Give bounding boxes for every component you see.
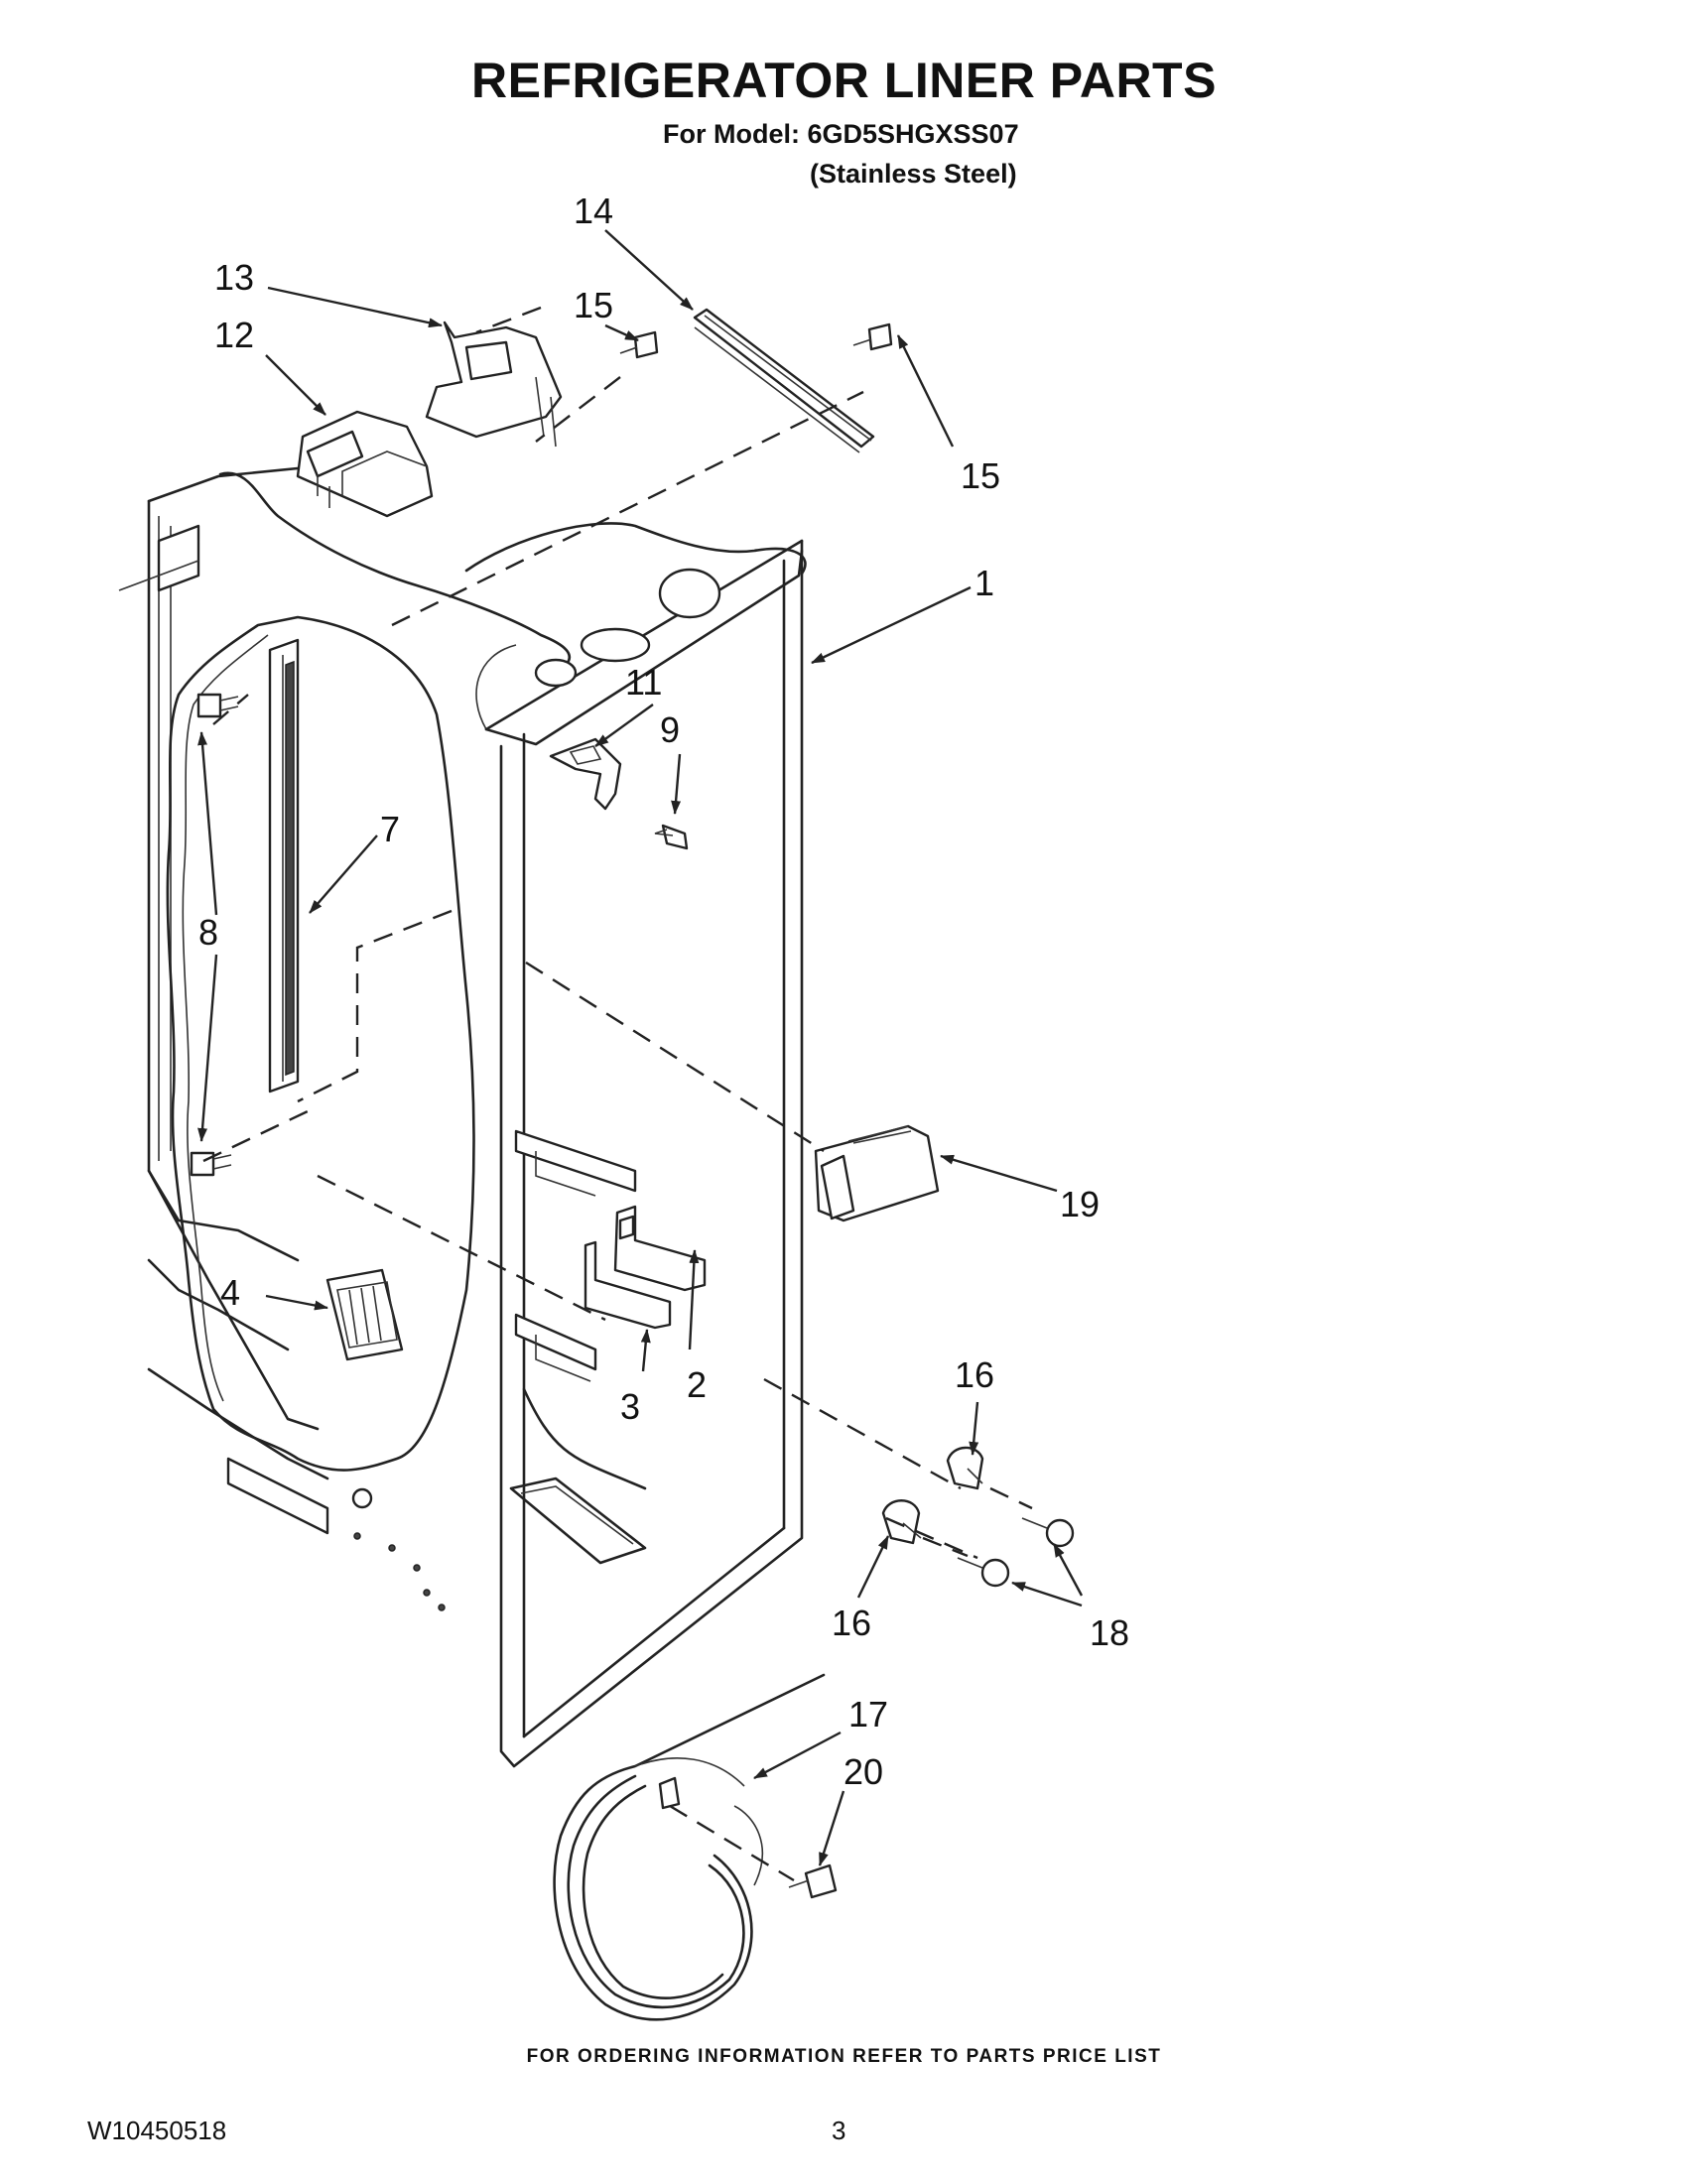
part-15-screw-right [852, 322, 893, 351]
callout-19: 19 [1060, 1184, 1100, 1224]
liner-cabinet [118, 464, 807, 1768]
callout-arrows [197, 229, 1084, 1866]
part-4-vent [325, 1268, 404, 1361]
callout-labels: 1 2 3 4 7 8 9 11 12 13 14 15 15 16 16 17… [198, 191, 1129, 1792]
part-18-plug-lower [957, 1557, 1010, 1588]
callout-8: 8 [198, 912, 218, 953]
callout-17: 17 [848, 1694, 888, 1734]
document-number: W10450518 [87, 2116, 227, 2145]
part-20-screw [788, 1863, 838, 1899]
callout-16-lower: 16 [832, 1603, 871, 1643]
part-16-bumper-lower [881, 1499, 922, 1545]
assembly-dashed-lines [202, 306, 1033, 1882]
callout-7: 7 [380, 809, 400, 849]
callout-15-left: 15 [574, 285, 613, 325]
callout-13: 13 [214, 257, 254, 298]
callout-1: 1 [974, 563, 994, 603]
callout-14: 14 [574, 191, 613, 231]
part-17-tubing [553, 1673, 826, 2021]
callout-9: 9 [660, 709, 680, 750]
interior-wall-cutout [166, 615, 475, 1472]
part-19-handle [814, 1124, 940, 1222]
part-7-shelf-ladder [268, 638, 300, 1093]
page-number: 3 [832, 2116, 846, 2145]
callout-3: 3 [620, 1386, 640, 1427]
part-14-rail [693, 308, 875, 453]
callout-16-upper: 16 [955, 1354, 994, 1395]
ordering-note: FOR ORDERING INFORMATION REFER TO PARTS … [526, 2046, 1162, 2067]
part-18-plug-upper [1021, 1517, 1075, 1548]
callout-15-right: 15 [961, 455, 1000, 496]
callout-12: 12 [214, 315, 254, 355]
variant-label: (Stainless Steel) [810, 159, 1017, 189]
part-9-screw [654, 824, 689, 850]
callout-11: 11 [625, 662, 662, 703]
callout-2: 2 [687, 1364, 707, 1405]
callout-4: 4 [220, 1272, 240, 1313]
callout-20: 20 [844, 1751, 883, 1792]
part-15-screw-left [619, 330, 659, 359]
callout-18: 18 [1090, 1612, 1129, 1653]
part-13-bracket [425, 321, 563, 448]
part-16-bumper-upper [946, 1446, 984, 1490]
part-2-bracket [613, 1205, 707, 1292]
part-8-screw-top [196, 693, 239, 718]
part-11-bracket [549, 737, 622, 811]
page-title: REFRIGERATOR LINER PARTS [471, 53, 1217, 108]
part-12-housing [296, 410, 434, 518]
part-3-bracket [584, 1240, 672, 1330]
model-label: For Model: 6GD5SHGXSS07 [663, 119, 1019, 149]
